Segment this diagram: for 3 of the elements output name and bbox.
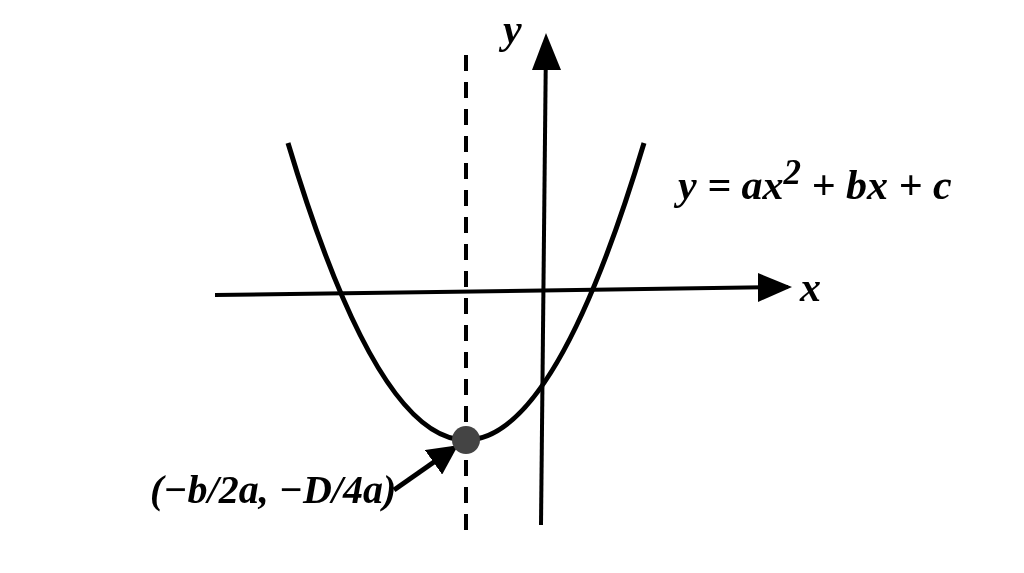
axis-label: x: [800, 266, 821, 308]
vertex-coordinates: (−b/2a, −D/4a): [150, 470, 397, 510]
vertex-point: [452, 426, 480, 454]
